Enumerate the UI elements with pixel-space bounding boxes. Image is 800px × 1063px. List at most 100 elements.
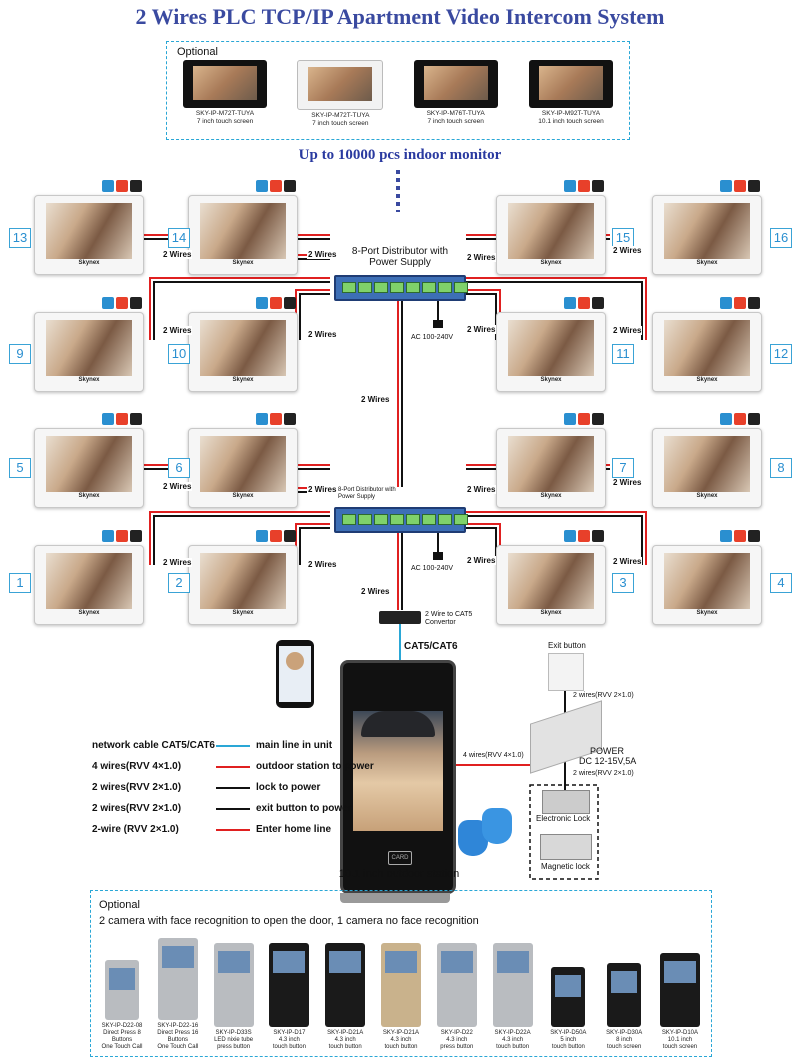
- monitor-number: 4: [770, 573, 792, 593]
- exit-button-label: Exit button: [548, 641, 586, 650]
- station-caption-l2: Direct Press 8 Buttons: [103, 1030, 141, 1043]
- station-caption-l3: touch screen: [662, 1044, 698, 1050]
- wire-label: 2 Wires: [360, 395, 391, 404]
- station-caption-model: SKY-IP-D21A: [327, 1030, 364, 1036]
- station-caption-l3: touch screen: [606, 1044, 642, 1050]
- monitor-number: 1: [9, 573, 31, 593]
- ac-label-top: AC 100-240V: [411, 334, 454, 341]
- app-icons: [720, 180, 760, 192]
- indoor-monitor: Skynex: [34, 195, 144, 275]
- monitor-number: 13: [9, 228, 31, 248]
- monitor-number: 11: [612, 344, 634, 364]
- distributor-top-label: 8-Port Distributor with Power Supply: [340, 246, 460, 268]
- station-caption-model: SKY-IP-D10A: [661, 1030, 699, 1036]
- station-caption-model: SKY-IP-D22: [440, 1030, 473, 1036]
- station-caption-l2: 4.3 inch: [334, 1037, 356, 1043]
- cat5-convertor: [379, 611, 421, 624]
- smartphone: [276, 640, 314, 708]
- station-caption-l3: press button: [217, 1044, 251, 1050]
- app-icons: [720, 413, 760, 425]
- monitor-number: 2: [168, 573, 190, 593]
- indoor-monitor: Skynex: [188, 545, 298, 625]
- wire-label: 2 Wires: [162, 482, 193, 491]
- app-icons: [720, 297, 760, 309]
- optional-monitor-desc: 7 inch touch screen: [427, 118, 484, 125]
- station-caption-l3: touch button: [328, 1044, 362, 1050]
- legend-line-icon: [216, 807, 250, 810]
- station-image: [380, 943, 421, 1027]
- monitor-brand: Skynex: [540, 377, 562, 383]
- monitor-image: [528, 60, 613, 108]
- station-caption-l2: 8 inch: [616, 1037, 633, 1043]
- monitor-brand: Skynex: [696, 493, 718, 499]
- wires-exit-label: 2 wires(RVV 2×1.0): [573, 692, 634, 699]
- station-image: [607, 963, 642, 1027]
- wire-label: 2 Wires: [612, 246, 643, 255]
- indoor-monitor: Skynex: [496, 195, 606, 275]
- station-image: [213, 943, 254, 1027]
- station-caption-model: SKY-IP-D33S: [215, 1030, 252, 1036]
- station-caption-l3: One Touch Call: [101, 1044, 143, 1050]
- station-caption-model: SKY-IP-D17: [273, 1030, 306, 1036]
- monitor-brand: Skynex: [78, 610, 100, 616]
- indoor-monitor: Skynex: [34, 312, 144, 392]
- station-caption: 10.1 inch outdoor station: [338, 868, 460, 880]
- legend-line-icon: [216, 786, 250, 789]
- cat-label: CAT5/CAT6: [404, 641, 458, 652]
- station-caption-l2: 5 inch: [560, 1037, 577, 1043]
- legend-row: 2 wires(RVV 2×1.0)lock to power: [92, 782, 320, 793]
- card-reader-label: CARD: [388, 851, 412, 865]
- power-label: POWER: [590, 746, 625, 756]
- monitor-brand: Skynex: [696, 377, 718, 383]
- wire-label: 2 Wires: [162, 250, 193, 259]
- indoor-monitor: Skynex: [652, 312, 762, 392]
- monitor-image: [413, 60, 498, 108]
- app-icons: [564, 530, 604, 542]
- app-icons: [256, 180, 296, 192]
- continuation-dots: [396, 170, 400, 212]
- legend-wire: 2-wire (RVV 2×1.0): [92, 824, 179, 835]
- legend-wire: network cable CAT5/CAT6: [92, 740, 215, 751]
- wire-label: 2 Wires: [612, 326, 643, 335]
- station-caption-l2: 4.3 inch: [390, 1037, 412, 1043]
- electronic-lock: [542, 790, 590, 814]
- station-caption-model: SKY-IP-D30A: [606, 1030, 643, 1036]
- monitor-image: [297, 60, 384, 110]
- monitor-brand: Skynex: [78, 377, 100, 383]
- legend-line-icon: [216, 828, 250, 831]
- indoor-monitor: Skynex: [652, 428, 762, 508]
- monitor-brand: Skynex: [78, 260, 100, 266]
- wire-label: 2 Wires: [307, 250, 338, 259]
- monitor-brand: Skynex: [232, 610, 254, 616]
- station-caption-model: SKY-IP-D21A: [382, 1030, 420, 1036]
- exit-button: [548, 653, 584, 691]
- app-icons: [256, 413, 296, 425]
- legend-row: 2-wire (RVV 2×1.0)Enter home line: [92, 824, 331, 835]
- electronic-lock-label: Electronic Lock: [536, 814, 591, 823]
- app-icons: [102, 413, 142, 425]
- monitor-number: 6: [168, 458, 190, 478]
- optional-label: Optional: [177, 46, 218, 58]
- app-icons: [102, 180, 142, 192]
- monitor-number: 5: [9, 458, 31, 478]
- optional-monitor-model: SKY-IP-M76T-TUYA: [426, 110, 485, 117]
- monitor-number: 9: [9, 344, 31, 364]
- station-image: [492, 943, 533, 1027]
- monitor-brand: Skynex: [78, 493, 100, 499]
- station-caption-l3: press button: [440, 1044, 474, 1050]
- station-caption-l3: touch button: [496, 1044, 530, 1050]
- monitor-brand: Skynex: [540, 493, 562, 499]
- wire-label: 2 Wires: [360, 587, 391, 596]
- optional-stations-box: Optional 2 camera with face recognition …: [90, 890, 712, 1057]
